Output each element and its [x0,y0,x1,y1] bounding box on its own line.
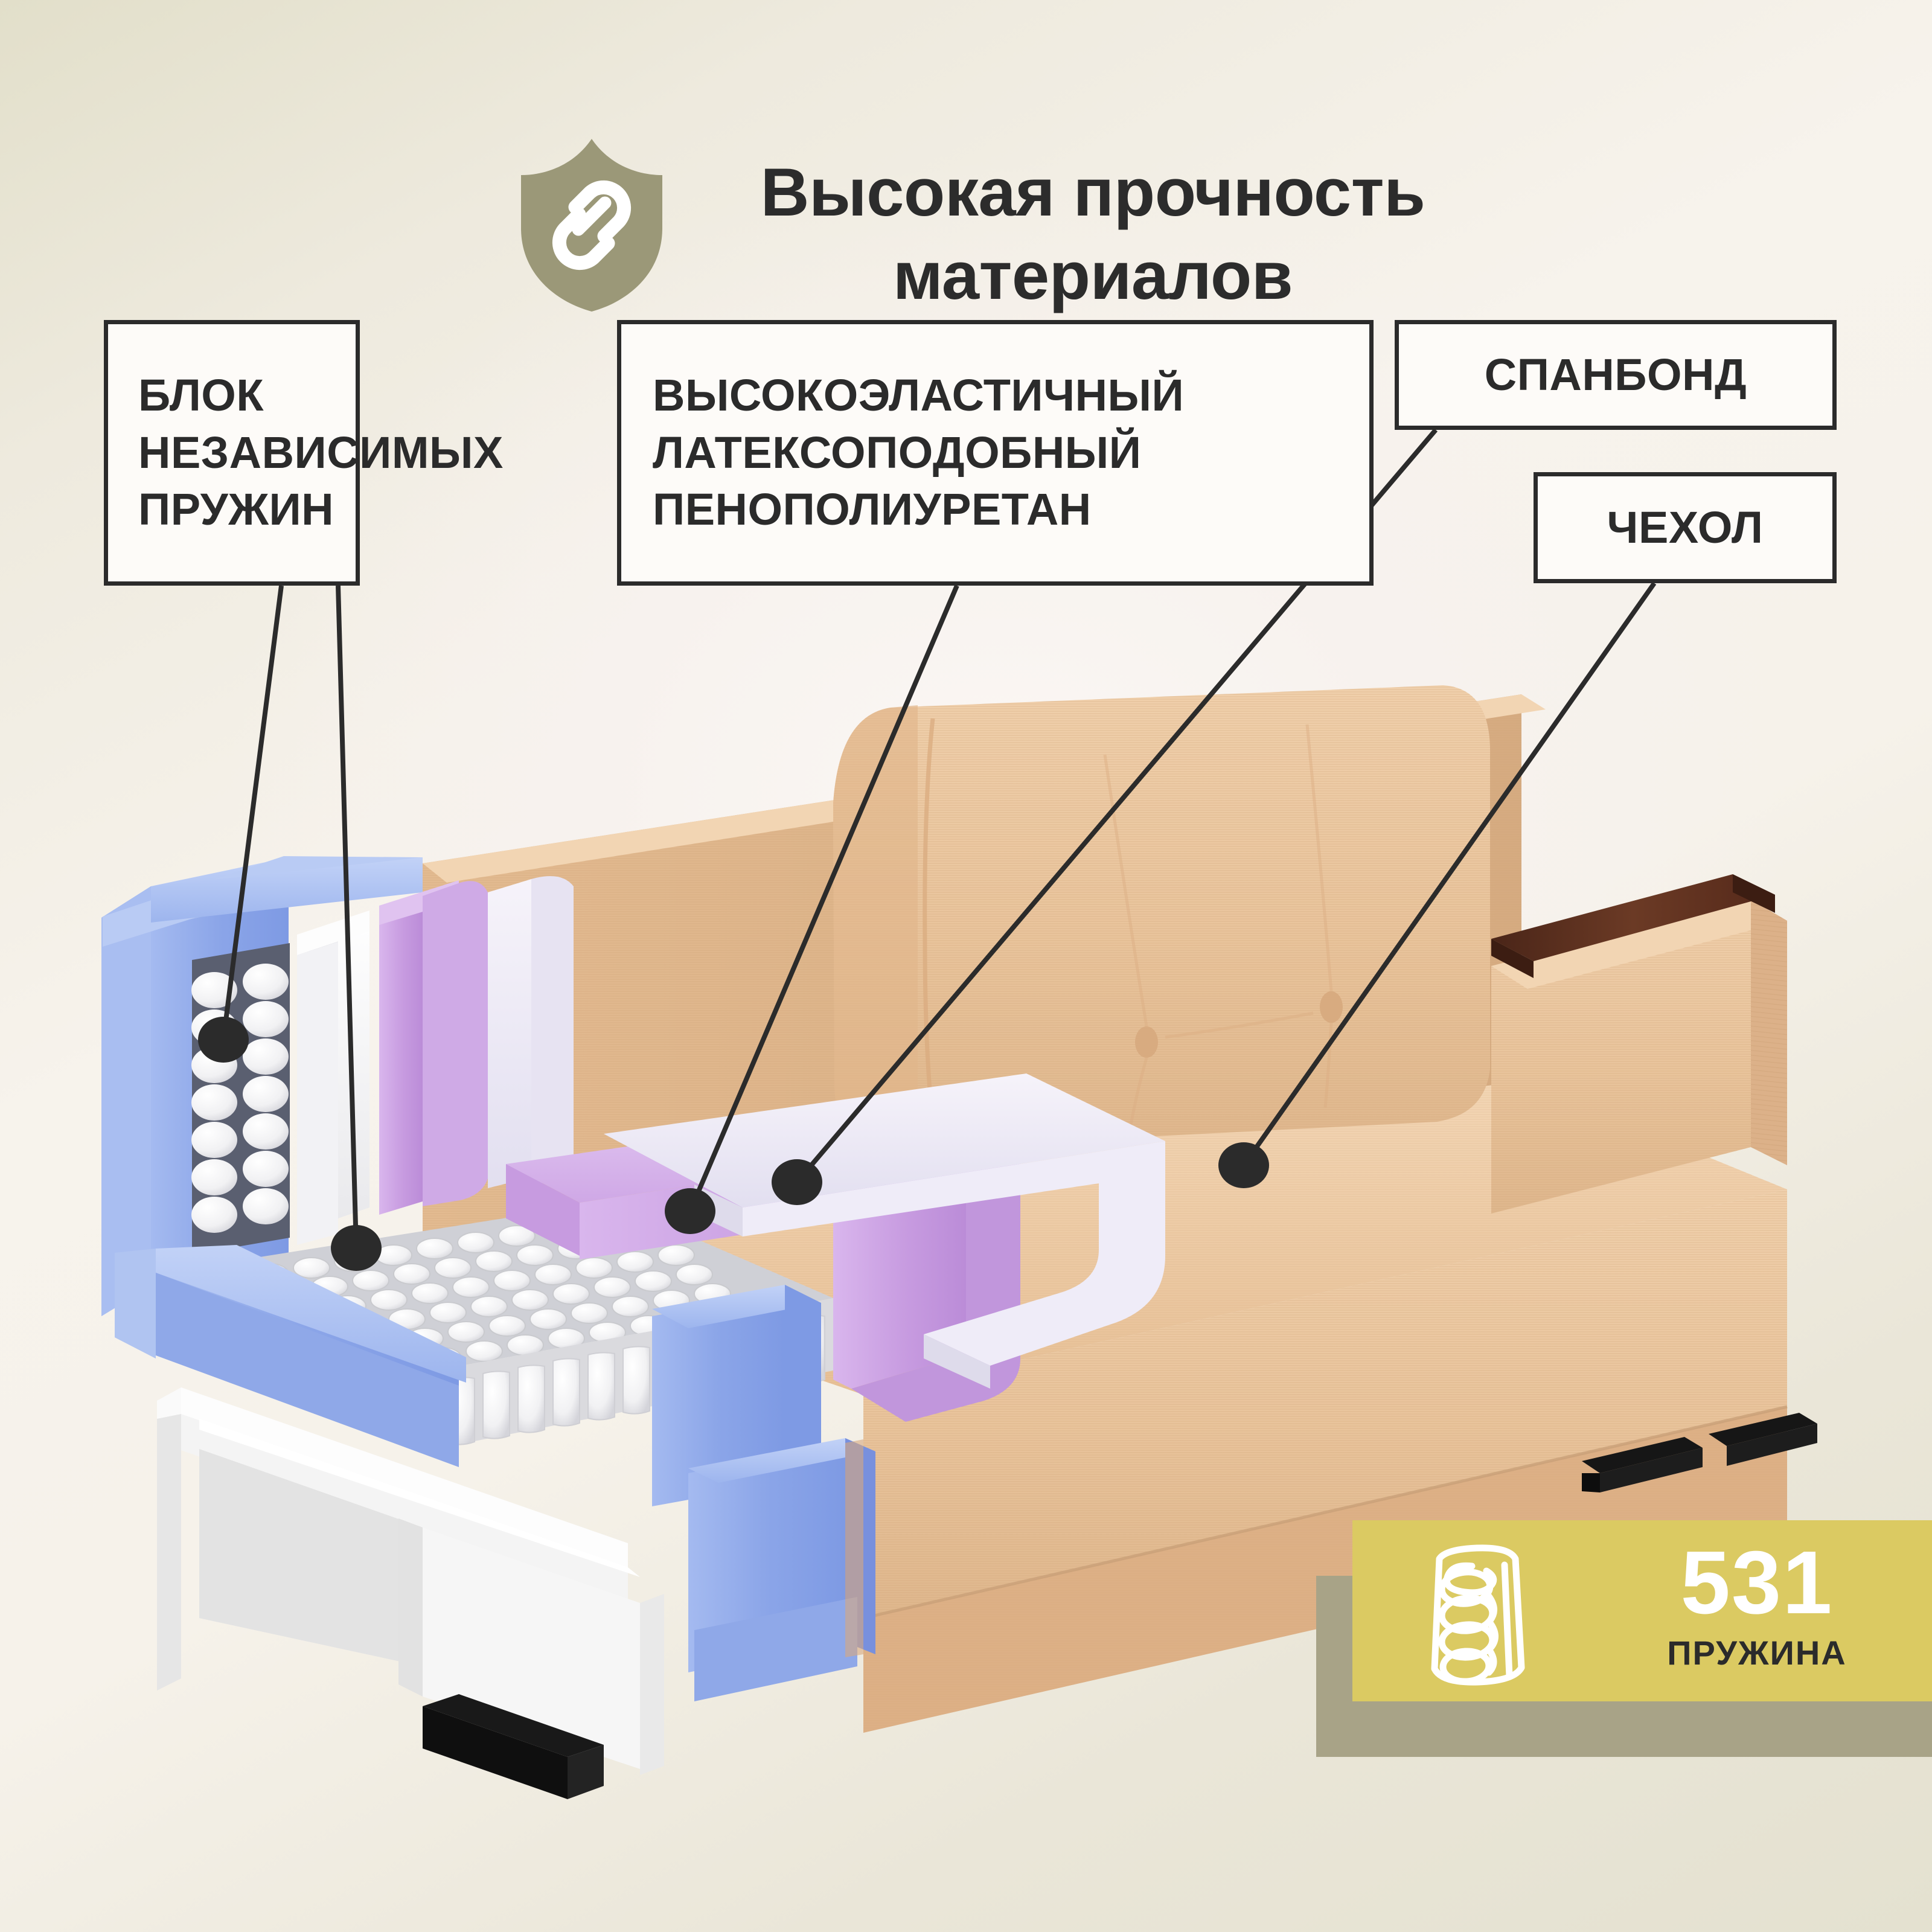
callout-high-elastic-latex-foam: ВЫСОКОЭЛАСТИЧНЫЙ ЛАТЕКСОПОДОБНЫЙ ПЕНОПОЛ… [617,320,1374,586]
callout-upholstery-cover: ЧЕХОЛ [1534,472,1837,583]
leader-line-seat-springs [336,585,359,1249]
dot-latex-foam [665,1188,715,1234]
dot-seat-springs [331,1225,382,1271]
dot-cover [1218,1142,1269,1188]
shield-chain-link-icon [521,139,662,312]
leader-line-cover [1241,581,1657,1167]
badge-spring-label: ПРУЖИНА [1667,1634,1847,1672]
callout-foam-text: ВЫСОКОЭЛАСТИЧНЫЙ ЛАТЕКСОПОДОБНЫЙ ПЕНОПОЛ… [653,369,1185,535]
callout-cover-text: ЧЕХОЛ [1607,502,1764,552]
leader-line-side-springs [221,585,284,1040]
spring-coil-icon [1431,1544,1525,1686]
callout-independent-spring-block: БЛОК НЕЗАВИСИМЫХ ПРУЖИН [104,320,504,586]
dot-side-springs [198,1017,249,1063]
dot-spunbond [772,1159,822,1205]
callout-springs-text: БЛОК НЕЗАВИСИМЫХ ПРУЖИН [138,369,504,535]
callout-spanbond-text: СПАНБОНД [1484,349,1747,400]
leader-line-latex-foam [688,584,959,1212]
badge-spring-count: 531 [1680,1533,1834,1633]
callout-spunbond-layer: СПАНБОНД [1395,320,1837,430]
